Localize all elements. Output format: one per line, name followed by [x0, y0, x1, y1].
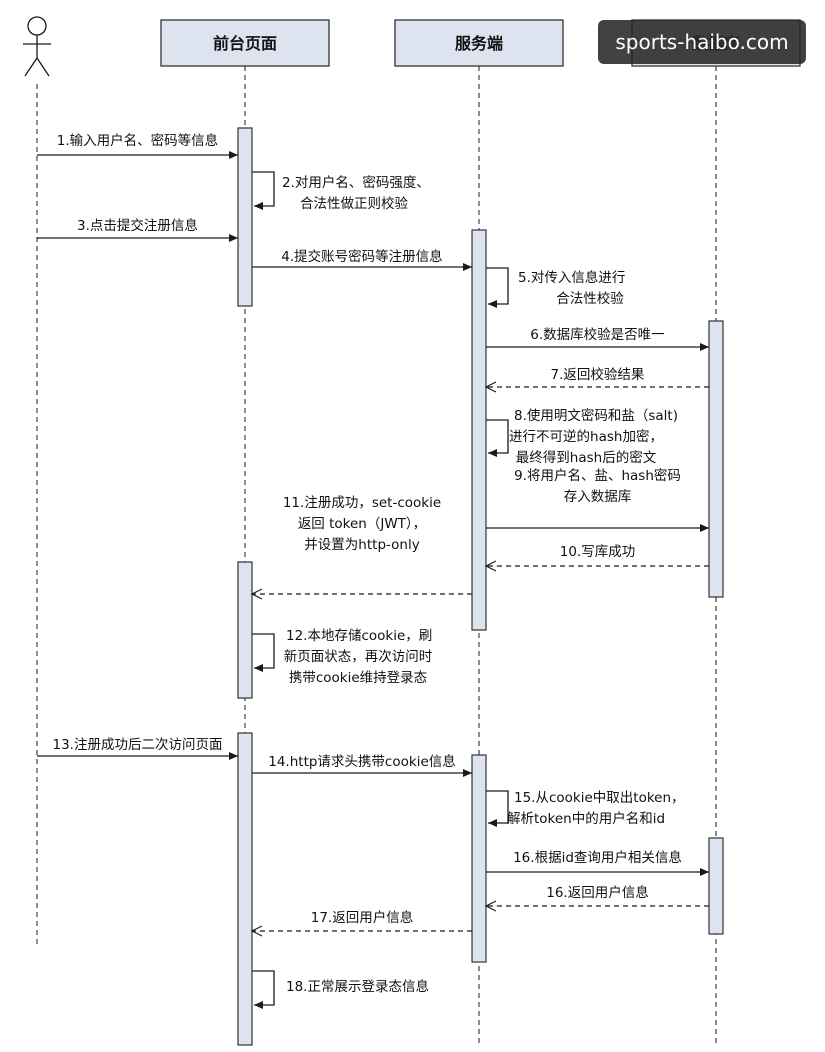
participant-box-server [394, 19, 564, 67]
self-message-arrow [252, 970, 275, 1009]
message-label: 15.从cookie中取出token， [514, 790, 685, 806]
actor-leg-right [36, 57, 50, 77]
message-label: 新页面状态，再次访问时 [284, 649, 433, 665]
message-label: 4.提交账号密码等注册信息 [281, 248, 442, 265]
watermark: sports-haibo.com [598, 20, 806, 64]
message-label: 14.http请求头携带cookie信息 [268, 753, 456, 770]
message-label: 合法性校验 [556, 290, 624, 307]
participant-label-server: 服务端 [455, 34, 503, 53]
message-label: 11.注册成功，set-cookie [283, 495, 441, 511]
self-message-arrow [486, 419, 509, 457]
self-message-arrow [486, 267, 509, 308]
message-label: 9.将用户名、盐、hash密码 [514, 467, 681, 484]
message-label: 最终得到hash后的密文 [516, 449, 657, 466]
message-label: 携带cookie维持登录态 [289, 670, 427, 686]
activation-bar-frontend [237, 561, 253, 699]
message-label: 13.注册成功后二次访问页面 [53, 737, 223, 753]
activation-bar-frontend [237, 127, 253, 307]
message-label: 1.输入用户名、密码等信息 [57, 132, 218, 149]
message-label: 存入数据库 [564, 489, 632, 505]
message-label: 合法性做正则校验 [300, 195, 408, 212]
message-label: 并设置为http-only [304, 537, 419, 553]
message-label: 16.返回用户信息 [546, 884, 648, 901]
message-label: 8.使用明文密码和盐（salt) [514, 407, 678, 424]
self-message-arrow [486, 790, 509, 827]
message-label: 进行不可逆的hash加密， [509, 428, 663, 445]
actor-leg-left [24, 57, 38, 77]
activation-bar-frontend [237, 732, 253, 1046]
message-label: 7.返回校验结果 [551, 366, 645, 383]
activation-bar-database [708, 837, 724, 935]
message-label: 3.点击提交注册信息 [77, 217, 198, 234]
participant-box-frontend [160, 19, 330, 67]
participant-label-frontend: 前台页面 [213, 34, 277, 53]
message-label: 6.数据库校验是否唯一 [530, 326, 664, 343]
actor-head [27, 16, 47, 36]
self-message-arrow [252, 171, 275, 210]
message-label: 5.对传入信息进行 [518, 269, 625, 286]
message-label: 10.写库成功 [560, 544, 635, 560]
self-message-arrow [252, 633, 275, 672]
message-label: 18.正常展示登录态信息 [286, 978, 429, 995]
message-label: 16.根据id查询用户相关信息 [513, 849, 682, 866]
message-label: 2.对用户名、密码强度、 [282, 174, 430, 191]
message-label: 解析token中的用户名和id [507, 810, 665, 827]
activation-bar-database [708, 320, 724, 598]
message-label: 12.本地存储cookie，刷 [286, 628, 432, 644]
message-label: 17.返回用户信息 [311, 909, 413, 926]
activation-bar-server [471, 229, 487, 631]
message-label: 返回 token（JWT）， [298, 516, 426, 532]
activation-bar-server [471, 754, 487, 963]
